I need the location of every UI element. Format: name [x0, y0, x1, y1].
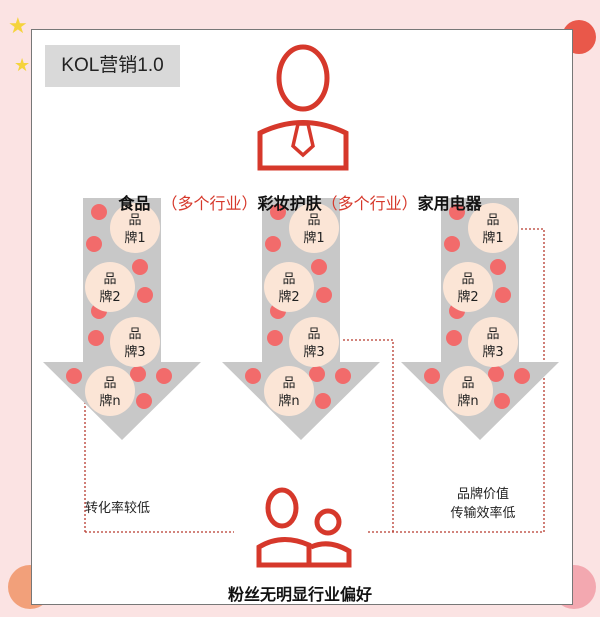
industry-separator-2: （多个行业）: [321, 194, 418, 213]
industry-food: 食品: [118, 194, 151, 213]
fan-dot: [156, 368, 172, 384]
brand-circle: 品牌n: [264, 366, 314, 416]
decor-star-left: ★: [14, 55, 31, 76]
brand-label-bottom: 牌1: [124, 230, 145, 246]
fan-dot: [130, 366, 146, 382]
brand-circle: 品牌1: [110, 203, 160, 253]
fan-dot: [132, 259, 148, 275]
brand-label-bottom: 牌3: [124, 344, 145, 360]
brand-label-bottom: 牌n: [99, 393, 120, 409]
industry-appliances: 家用电器: [417, 194, 482, 213]
brand-circle: 品牌3: [289, 317, 339, 367]
brand-circle: 品牌3: [468, 317, 518, 367]
fan-dot: [245, 368, 261, 384]
brand-label-top: 品: [461, 376, 474, 391]
brand-circle: 品牌n: [443, 366, 493, 416]
brand-label-top: 品: [307, 213, 320, 228]
brand-circle: 品牌2: [85, 262, 135, 312]
brand-circle: 品牌3: [110, 317, 160, 367]
note-low-efficiency: 品牌价值 传输效率低: [438, 485, 528, 523]
footer-caption: 粉丝无明显行业偏好: [227, 585, 372, 604]
fan-dot: [265, 236, 281, 252]
fan-dot: [66, 368, 82, 384]
fan-dot: [424, 368, 440, 384]
fan-dot: [309, 366, 325, 382]
brand-circle: 品牌2: [443, 262, 493, 312]
brand-circle: 品牌1: [468, 203, 518, 253]
fan-dot: [490, 259, 506, 275]
brand-label-top: 品: [461, 272, 474, 287]
fan-dot: [270, 204, 286, 220]
brand-circle: 品牌1: [289, 203, 339, 253]
brand-label-bottom: 牌n: [278, 393, 299, 409]
decor-star-top-left: ★: [8, 14, 28, 39]
fan-dot: [86, 236, 102, 252]
fan-dot: [444, 236, 460, 252]
brand-label-top: 品: [128, 327, 141, 342]
fan-dot: [88, 330, 104, 346]
fans-icon: [256, 487, 352, 568]
fan-dot: [136, 393, 152, 409]
fan-dot: [514, 368, 530, 384]
brand-label-top: 品: [282, 376, 295, 391]
version-label: KOL营销1.0: [45, 45, 180, 87]
industry-header: 食品 （多个行业）彩妆护肤（多个行业）家用电器: [0, 190, 600, 214]
note-low-conversion: 转化率较低: [85, 501, 151, 516]
fan-dot: [315, 393, 331, 409]
fan-dot: [494, 393, 510, 409]
fan-dot: [311, 259, 327, 275]
note-line-2: 传输效率低: [450, 506, 516, 521]
brand-label-bottom: 牌n: [457, 393, 478, 409]
brand-label-top: 品: [307, 327, 320, 342]
brand-label-bottom: 牌2: [278, 289, 299, 305]
brand-label-bottom: 牌1: [303, 230, 324, 246]
brand-label-top: 品: [103, 272, 116, 287]
brand-label-bottom: 牌2: [457, 289, 478, 305]
fan-dot: [446, 330, 462, 346]
brand-label-top: 品: [282, 272, 295, 287]
fan-dot: [335, 368, 351, 384]
fan-dot: [316, 287, 332, 303]
brand-label-bottom: 牌1: [482, 230, 503, 246]
brand-circle: 品牌n: [85, 366, 135, 416]
fan-dot: [495, 287, 511, 303]
industry-separator-1: （多个行业）: [161, 194, 258, 213]
kol-person-icon: [257, 44, 349, 171]
industry-cosmetics: 彩妆护肤: [257, 194, 322, 213]
brand-label-top: 品: [103, 376, 116, 391]
brand-label-bottom: 牌3: [303, 344, 324, 360]
brand-label-top: 品: [486, 327, 499, 342]
fan-dot: [488, 366, 504, 382]
fan-dot: [267, 330, 283, 346]
fan-dot: [449, 204, 465, 220]
brand-label-bottom: 牌3: [482, 344, 503, 360]
fan-dot: [137, 287, 153, 303]
brand-circle: 品牌2: [264, 262, 314, 312]
fan-dot: [91, 204, 107, 220]
brand-label-bottom: 牌2: [99, 289, 120, 305]
note-line-1: 品牌价值: [456, 487, 509, 502]
brand-label-top: 品: [486, 213, 499, 228]
brand-label-top: 品: [128, 213, 141, 228]
